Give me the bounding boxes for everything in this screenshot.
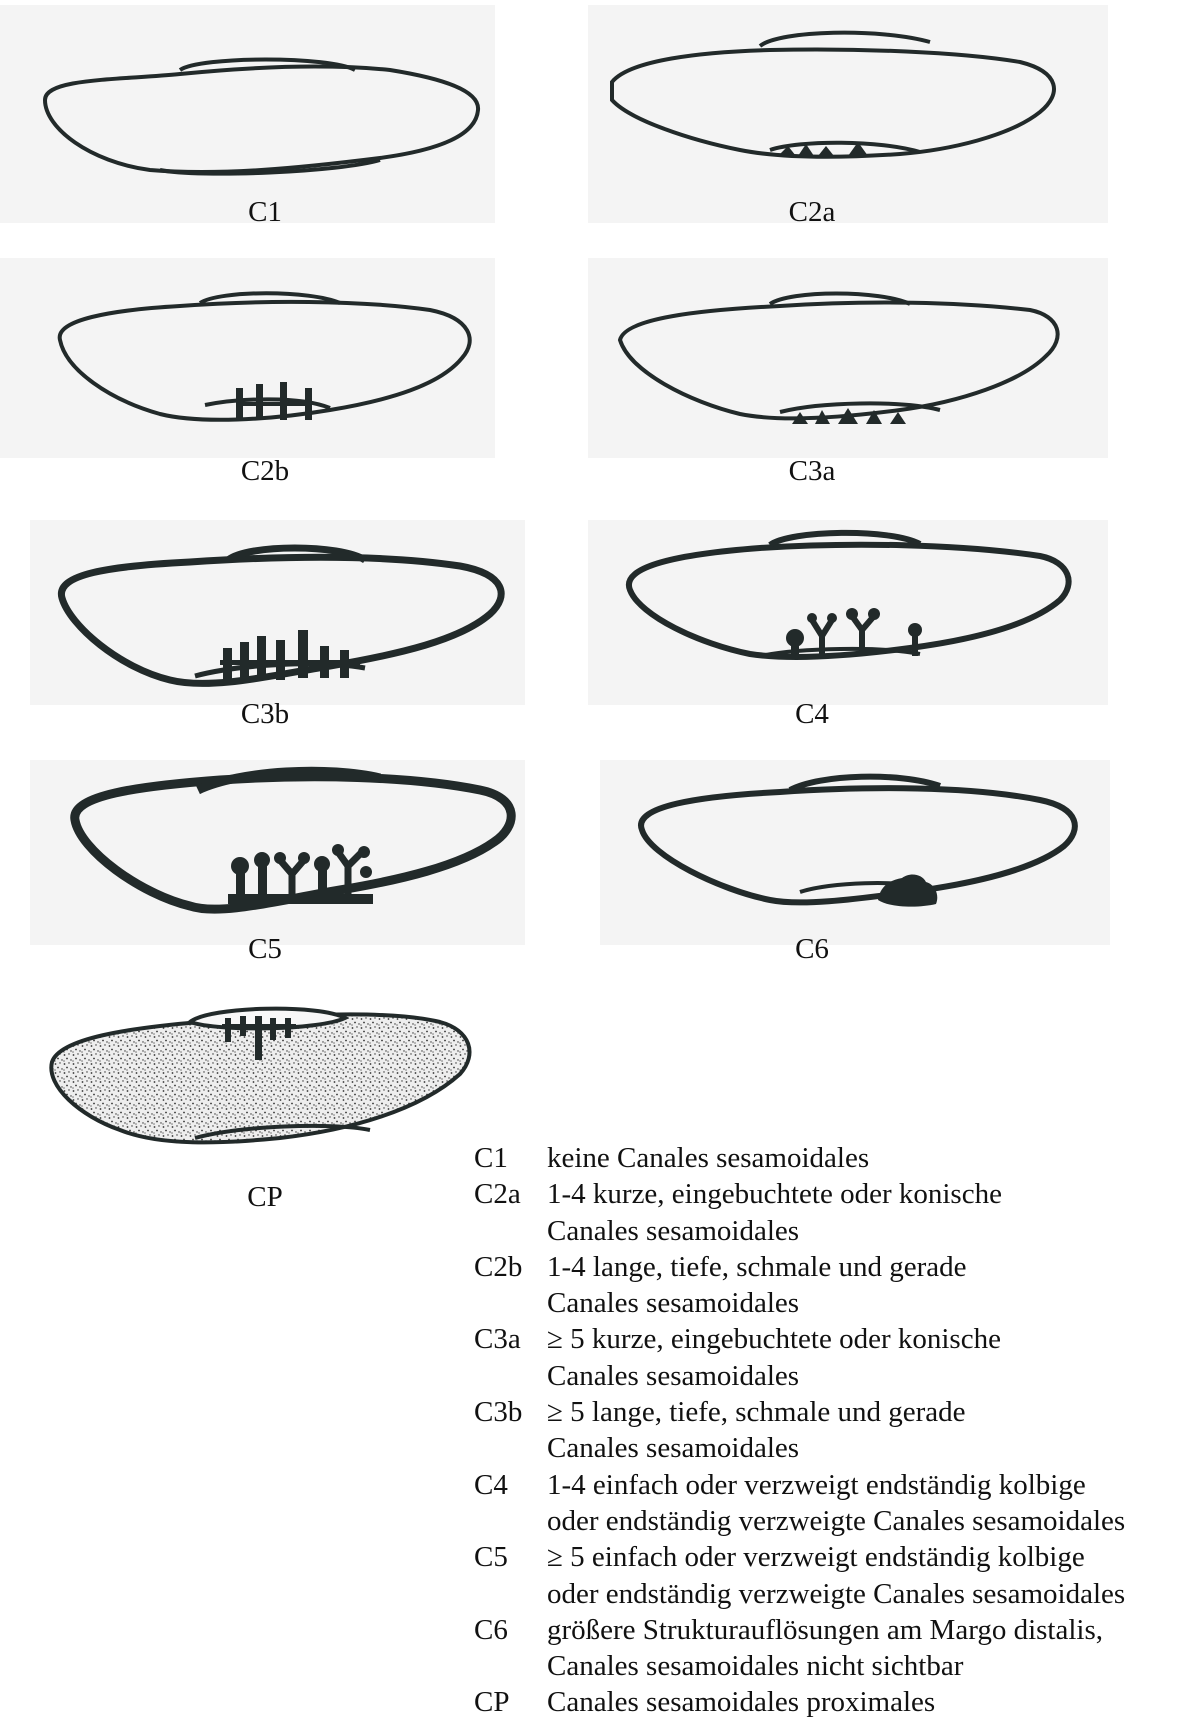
legend-text: größere Strukturauflösungen am Margo dis… [547,1612,1189,1648]
legend-code: C1 [474,1140,547,1176]
figure-label-c4: C4 [712,700,912,729]
figure-label-c1: C1 [165,198,365,227]
figure-label-cp: CP [165,1183,365,1212]
legend-row: C6 größere Strukturauflösungen am Margo … [474,1612,1189,1648]
legend-text: 1-4 lange, tiefe, schmale und gerade [547,1249,1189,1285]
figure-c1-drawing [45,60,478,174]
legend-text: oder endständig verzweigte Canales sesam… [547,1503,1189,1539]
legend-code: C6 [474,1612,547,1648]
figure-label-c5: C5 [165,935,365,964]
legend-row: Canales sesamoidales [474,1285,1189,1321]
legend-row: Canales sesamoidales [474,1358,1189,1394]
legend-row: C2a 1-4 kurze, eingebuchtete oder konisc… [474,1176,1189,1212]
legend-text: ≥ 5 lange, tiefe, schmale und gerade [547,1394,1189,1430]
legend-code: C4 [474,1467,547,1503]
legend-text: Canales sesamoidales [547,1285,1189,1321]
figure-c3b-drawing [61,548,501,683]
figure-c4-drawing [629,533,1069,658]
legend-row: CP Canales sesamoidales proximales [474,1684,1189,1720]
figure-c5-drawing [75,771,511,909]
legend-code: C3a [474,1321,547,1357]
legend-text: Canales sesamoidales [547,1358,1189,1394]
legend-text: ≥ 5 einfach oder verzweigt endständig ko… [547,1539,1189,1575]
legend-row: C3a ≥ 5 kurze, eingebuchtete oder konisc… [474,1321,1189,1357]
legend-row: C3b ≥ 5 lange, tiefe, schmale und gerade [474,1394,1189,1430]
figure-cp-drawing [51,1009,469,1143]
figure-label-c6: C6 [712,935,912,964]
legend-text: keine Canales sesamoidales [547,1140,1189,1176]
legend-text: oder endständig verzweigte Canales sesam… [547,1576,1189,1612]
legend-code: CP [474,1684,547,1720]
legend: C1 keine Canales sesamoidales C2a 1-4 ku… [474,1140,1189,1721]
legend-row: C5 ≥ 5 einfach oder verzweigt endständig… [474,1539,1189,1575]
legend-row: Canales sesamoidales [474,1213,1189,1249]
legend-text: ≥ 5 kurze, eingebuchtete oder konische [547,1321,1189,1357]
legend-code: C3b [474,1394,547,1430]
figure-c6-drawing [641,777,1075,907]
figure-label-c3a: C3a [712,457,912,486]
legend-row: oder endständig verzweigte Canales sesam… [474,1503,1189,1539]
legend-text: Canales sesamoidales [547,1430,1189,1466]
legend-code: C2b [474,1249,547,1285]
legend-row: C4 1-4 einfach oder verzweigt endständig… [474,1467,1189,1503]
figure-label-c3b: C3b [165,700,365,729]
figure-label-c2b: C2b [165,457,365,486]
figure-c3a-drawing [620,294,1058,425]
legend-row: Canales sesamoidales nicht sichtbar [474,1648,1189,1684]
legend-text: Canales sesamoidales [547,1213,1189,1249]
legend-text: 1-4 einfach oder verzweigt endständig ko… [547,1467,1189,1503]
figure-c2a-drawing [612,33,1054,157]
legend-text: 1-4 kurze, eingebuchtete oder konische [547,1176,1189,1212]
figure-c2b-drawing [60,293,470,420]
figure-label-c2a: C2a [712,198,912,227]
legend-row: C2b 1-4 lange, tiefe, schmale und gerade [474,1249,1189,1285]
legend-row: oder endständig verzweigte Canales sesam… [474,1576,1189,1612]
legend-row: Canales sesamoidales [474,1430,1189,1466]
legend-text: Canales sesamoidales proximales [547,1684,1189,1720]
legend-code: C2a [474,1176,547,1212]
legend-code: C5 [474,1539,547,1575]
legend-text: Canales sesamoidales nicht sichtbar [547,1648,1189,1684]
legend-row: C1 keine Canales sesamoidales [474,1140,1189,1176]
